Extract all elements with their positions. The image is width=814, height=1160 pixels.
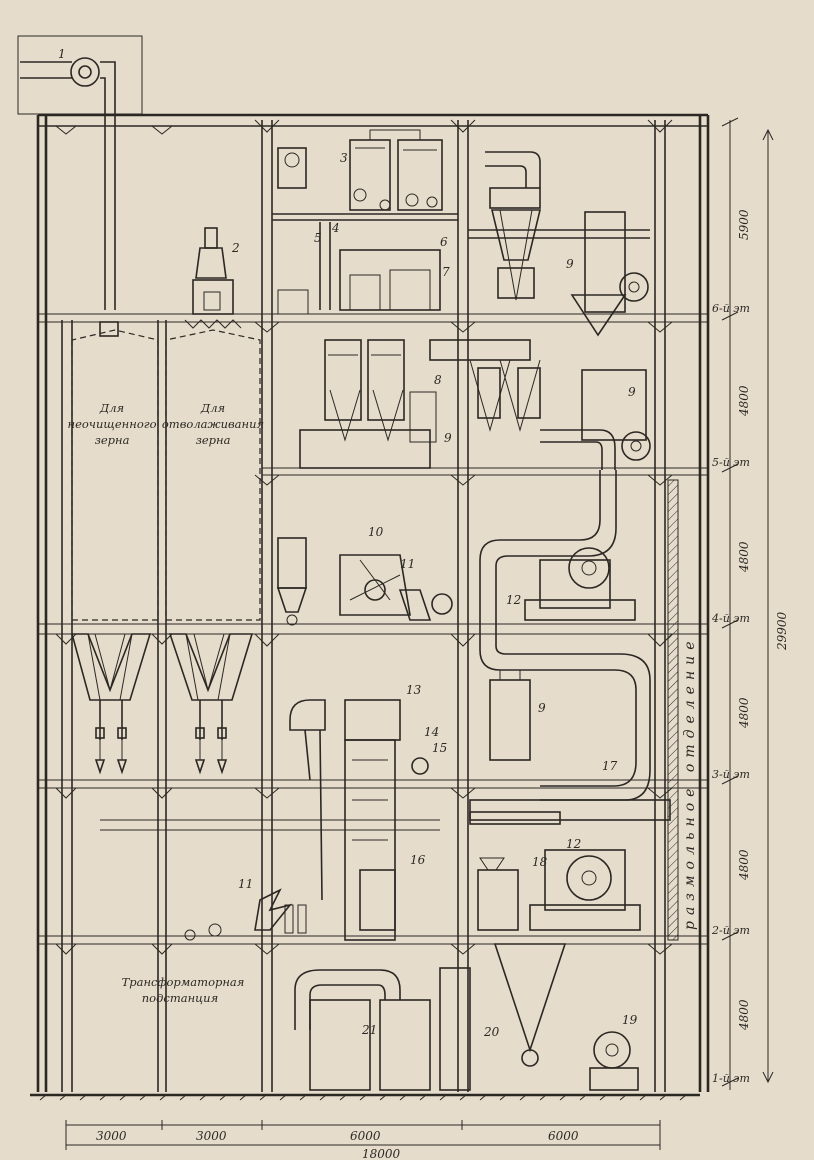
label-equipment-18: 18 (532, 855, 548, 869)
label-equipment-10: 10 (368, 525, 384, 539)
duct-system (469, 470, 671, 931)
floor-label-2: 2-й эт (711, 924, 750, 937)
floor5-equipment (299, 339, 651, 470)
label-equipment-2: 2 (231, 241, 240, 255)
ground-line (30, 1093, 700, 1101)
label-equipment-9d: 9 (538, 701, 546, 715)
silo-label-tempering-line3: зерна (196, 433, 231, 447)
silo-label-tempering-line1: Для (200, 401, 225, 415)
label-equipment-11b: 11 (238, 877, 253, 891)
substation-label-line1: Трансформаторная (122, 975, 245, 989)
height-dim-floor6: 5900 (737, 209, 751, 240)
label-equipment-7: 7 (442, 265, 450, 279)
silo-label-uncleaned-line2: неочищенного (68, 417, 157, 431)
substation-label-line2: подстанция (142, 991, 218, 1005)
floor3-equipment (289, 669, 561, 941)
label-equipment-6: 6 (440, 235, 448, 249)
roof-fan-unit (17, 35, 143, 337)
label-equipment-11a: 11 (400, 557, 415, 571)
height-dim-floor2: 4800 (737, 849, 751, 881)
silo-hoppers-left (70, 633, 152, 775)
floor-label-1: 1-й эт (712, 1072, 750, 1085)
department-label: размольное отделение (682, 636, 698, 931)
floor-label-6: 6-й эт (712, 302, 750, 315)
floor-label-4: 4-й эт (711, 612, 750, 625)
floor1-equipment (294, 943, 639, 1091)
label-equipment-12b: 12 (566, 837, 581, 851)
equipment-2 (192, 227, 234, 315)
building-frame (36, 113, 710, 1092)
label-equipment-9c: 9 (444, 431, 452, 445)
label-equipment-20: 20 (483, 1025, 500, 1039)
silo-label-tempering-line2: отволаживания (162, 417, 264, 431)
label-equipment-8: 8 (434, 373, 442, 387)
width-dim-bay4: 6000 (548, 1129, 579, 1143)
floor4-equipment (276, 537, 453, 626)
silo-hoppers-right (168, 633, 254, 775)
width-dim-total: 18000 (362, 1147, 401, 1160)
label-equipment-5: 5 (314, 231, 322, 245)
height-dim-floor1: 4800 (737, 999, 751, 1031)
label-equipment-12a: 12 (506, 593, 521, 607)
label-equipment-15: 15 (432, 741, 447, 755)
label-equipment-4: 4 (331, 221, 340, 235)
grain-silos (70, 319, 261, 775)
width-dim-bay2: 3000 (196, 1129, 227, 1143)
height-dim-floor5: 4800 (737, 385, 751, 417)
floor-label-5: 5-й эт (712, 456, 750, 469)
width-dim-bay1: 3000 (96, 1129, 127, 1143)
label-equipment-1: 1 (58, 47, 66, 61)
height-dimensions (721, 117, 774, 1090)
label-equipment-9a: 9 (566, 257, 574, 271)
label-equipment-21: 21 (361, 1023, 377, 1037)
label-equipment-13: 13 (406, 683, 422, 697)
floor6-equipment (272, 129, 650, 337)
label-equipment-14: 14 (424, 725, 439, 739)
label-equipment-9b: 9 (628, 385, 636, 399)
label-equipment-3: 3 (340, 151, 348, 165)
height-dim-floor4: 4800 (737, 541, 751, 573)
label-equipment-17: 17 (602, 759, 618, 773)
floor2-equipment (100, 819, 519, 941)
silo-label-uncleaned-line3: зерна (95, 433, 130, 447)
height-dim-total: 29900 (775, 611, 789, 651)
width-dim-bay3: 6000 (350, 1129, 381, 1143)
height-dim-floor3: 4800 (737, 697, 751, 729)
floor-label-3: 3-й эт (712, 768, 750, 781)
width-dimensions (65, 1120, 661, 1150)
silo-label-uncleaned-line1: Для (99, 401, 124, 415)
label-equipment-16: 16 (410, 853, 426, 867)
label-equipment-19: 19 (622, 1013, 638, 1027)
